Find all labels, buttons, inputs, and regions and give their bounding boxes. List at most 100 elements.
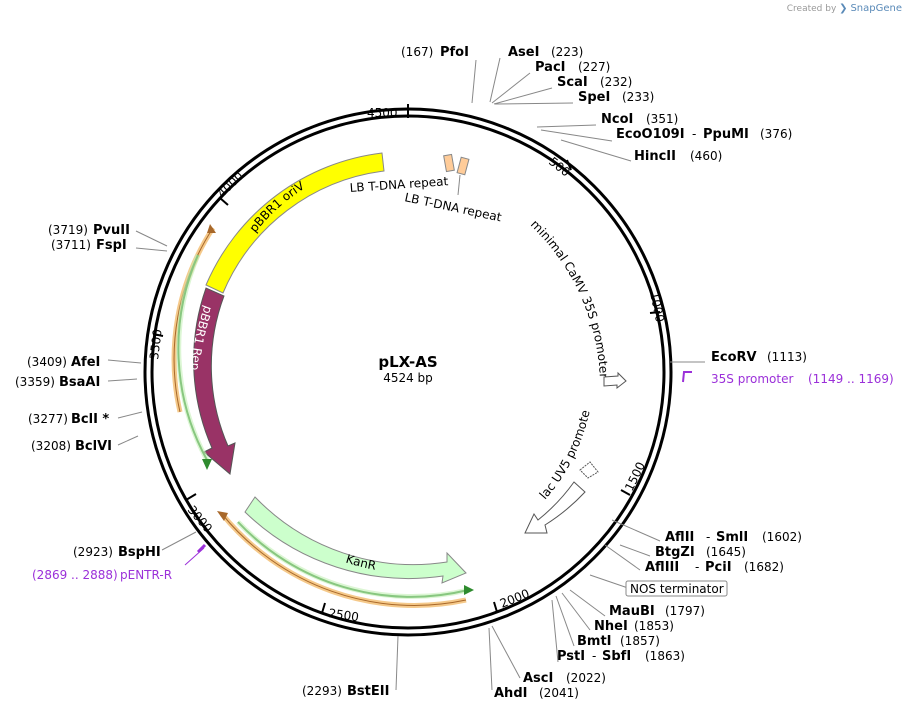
site-pos-bsphi: (2923) [73, 545, 113, 559]
site-pos-ahdi: (2041) [539, 686, 579, 700]
feature-arc-green-bottom-light [236, 520, 469, 599]
site-pos-bsteii: (2293) [302, 684, 342, 698]
site-spei[interactable]: SpeI [578, 90, 610, 105]
nos-terminator-label: NOS terminator [630, 582, 724, 596]
primer-35s-range: (1149 .. 1169) [808, 372, 894, 386]
plasmid-name: pLX-AS [378, 353, 437, 371]
feature-pbbr1-rep[interactable] [193, 287, 236, 475]
site-sep-afliii: - [695, 560, 699, 574]
plasmid-length: 4524 bp [383, 371, 433, 385]
site-sbfi[interactable]: SbfI [602, 649, 631, 664]
feature-lb-tdna-repeat-1[interactable] [443, 153, 455, 173]
site-pos-nhei: (1853) [634, 619, 674, 633]
site-sep-psti: - [592, 649, 596, 663]
site-pos-aflii: (1602) [762, 530, 802, 544]
site-pos-ncoi: (351) [646, 112, 678, 126]
feature-arc-orange-bottom-inner [221, 513, 467, 606]
snapgene-credit: Created by ❯ SnapGene [787, 3, 902, 14]
site-bsaai[interactable]: BsaAI [59, 375, 100, 390]
site-pos-psti: (1863) [645, 649, 685, 663]
arrow-head-orange-bottom [217, 511, 228, 521]
site-bclvi[interactable]: BclVI [75, 439, 112, 454]
feature-label-lb-repeat-2: LB T-DNA repeat [403, 190, 503, 224]
site-aflii[interactable]: AflII [665, 530, 694, 545]
site-pos-fspi: (3711) [51, 238, 91, 252]
feature-label-camv-promoter: minimal CaMV 35S promoter [528, 217, 611, 379]
site-ecorv[interactable]: EcoRV [711, 350, 757, 365]
site-smli[interactable]: SmlI [716, 530, 748, 545]
site-nhei[interactable]: NheI [594, 619, 628, 634]
feature-lb-tdna-repeat-2[interactable] [456, 156, 470, 176]
site-pos-bmti: (1857) [620, 634, 660, 648]
tick-marks [152, 104, 661, 614]
site-pos-pvuii: (3719) [48, 223, 88, 237]
feature-kanr[interactable] [244, 496, 467, 584]
site-pos-paci: (227) [578, 60, 610, 74]
site-bmti[interactable]: BmtI [577, 634, 612, 649]
site-ncoi[interactable]: NcoI [601, 112, 633, 127]
primer-pentr-r-label[interactable]: pENTR-R [120, 568, 172, 582]
site-scai[interactable]: ScaI [557, 75, 588, 90]
site-maubi[interactable]: MauBI [609, 604, 655, 619]
site-pfoi[interactable]: PfoI [440, 45, 469, 60]
site-bcli[interactable]: BclI * [71, 412, 109, 427]
site-bsphi[interactable]: BspHI [118, 545, 161, 560]
feature-pbbr1-oriv[interactable] [205, 152, 385, 294]
site-pvuii[interactable]: PvuII [93, 223, 130, 238]
site-leaders [107, 57, 705, 691]
feature-camv-promoter-arrow[interactable] [603, 371, 627, 390]
site-hincii[interactable]: HincII [634, 149, 676, 164]
arrow-head-green-left [202, 459, 212, 470]
site-pos-spei: (233) [622, 90, 654, 104]
primer-35s-label[interactable]: 35S promoter [711, 372, 793, 386]
arrow-head-green-bottom [464, 585, 474, 595]
site-pos-afei: (3409) [27, 355, 67, 369]
site-pos-btgzi: (1645) [706, 545, 746, 559]
site-asei[interactable]: AseI [508, 45, 539, 60]
tick-label-3500: 3500 [147, 328, 165, 360]
created-by-text: Created by [786, 4, 837, 14]
site-psti[interactable]: PstI [557, 649, 585, 664]
site-bsteii[interactable]: BstEII [347, 684, 389, 699]
site-pos-bcli: (3277) [28, 412, 68, 426]
nos-terminator-box[interactable] [625, 580, 728, 597]
site-fspi[interactable]: FspI [96, 238, 127, 253]
site-pos-bsaai: (3359) [15, 375, 55, 389]
site-pos-pfoi: (167) [401, 45, 433, 59]
snapgene-logo-icon: ❯ [839, 3, 848, 14]
feature-arc-green-left-light [176, 254, 210, 462]
site-eco0109i[interactable]: EcoO109I [616, 127, 685, 142]
site-pos-ecorv: (1113) [767, 350, 807, 364]
site-pos-eco0109i: (376) [760, 127, 792, 141]
tick-label-1000: 1000 [647, 291, 667, 324]
site-btgzi[interactable]: BtgZI [655, 545, 695, 560]
tick-label-4500: 4500 [367, 106, 398, 120]
feature-arc-orange-left-inner [173, 227, 214, 413]
site-pos-asei: (223) [551, 45, 583, 59]
arrow-head-orange-left [207, 224, 216, 233]
brand-name: SnapGene [850, 3, 902, 14]
primer-35s-marker[interactable] [682, 371, 692, 383]
site-pos-scai: (232) [600, 75, 632, 89]
feature-lac-promoter-small[interactable] [579, 461, 599, 479]
site-pos-asci: (2022) [566, 671, 606, 685]
tick-label-4000: 4000 [214, 169, 246, 200]
site-paci[interactable]: PacI [535, 60, 566, 75]
feature-lac-promoter-arrow[interactable] [524, 481, 586, 534]
site-ahdi[interactable]: AhdI [494, 686, 527, 701]
site-afei[interactable]: AfeI [71, 355, 100, 370]
site-pos-maubi: (1797) [665, 604, 705, 618]
feature-label-pbbr1-oriv: pBBR1 oriV [246, 178, 307, 235]
site-sep-eco0109i: - [692, 127, 696, 141]
primer-pentr-r-marker[interactable] [196, 543, 207, 554]
site-afliii[interactable]: AflIII [645, 560, 679, 575]
site-pos-hincii: (460) [690, 149, 722, 163]
feature-label-lb-repeat-1: LB T-DNA repeat [349, 174, 449, 195]
tick-label-2500: 2500 [328, 606, 360, 624]
site-ppumi[interactable]: PpuMI [703, 127, 749, 142]
site-sep-aflii: - [706, 530, 710, 544]
site-pos-afliii: (1682) [744, 560, 784, 574]
site-asci[interactable]: AscI [523, 671, 553, 686]
site-pcii[interactable]: PciI [705, 560, 732, 575]
